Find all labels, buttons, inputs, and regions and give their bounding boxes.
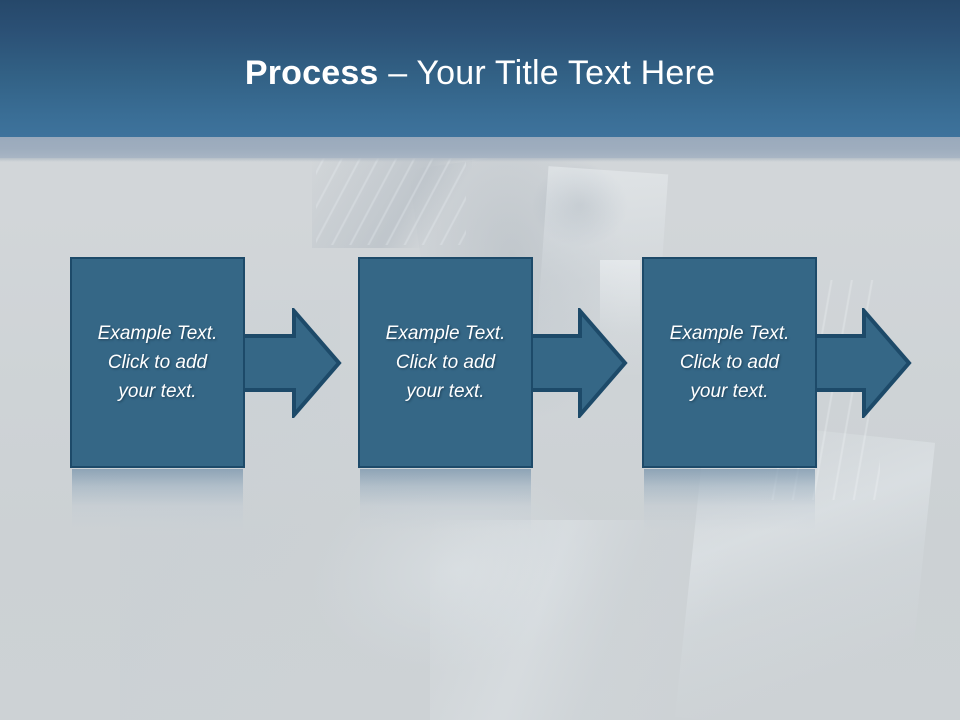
slide-header [0, 0, 960, 137]
page-title: Process – Your Title Text Here [0, 52, 960, 94]
process-step-1-text[interactable]: Example Text. Click to add your text. [97, 323, 218, 402]
arrow-step2-to-step3[interactable] [518, 308, 628, 418]
process-step-2[interactable]: Example Text. Click to add your text. [358, 257, 533, 531]
process-step-2-reflection [360, 469, 531, 531]
arrow-step1-to-step2[interactable] [232, 308, 342, 418]
page-title-bold: Process [244, 54, 379, 92]
page-title-dash: – [378, 54, 417, 92]
process-step-3-box[interactable]: Example Text. Click to add your text. [642, 257, 817, 468]
process-step-1[interactable]: Example Text. Click to add your text. [70, 257, 245, 531]
header-accent-band [0, 137, 960, 158]
process-step-1-reflection [72, 469, 243, 531]
arrow-step3-outward[interactable] [802, 308, 912, 418]
page-title-rest: Your Title Text Here [416, 54, 716, 92]
process-step-3-text[interactable]: Example Text. Click to add your text. [669, 323, 790, 402]
process-step-2-text[interactable]: Example Text. Click to add your text. [385, 323, 506, 402]
process-step-1-box[interactable]: Example Text. Click to add your text. [70, 257, 245, 468]
header-accent-band-edge [0, 158, 960, 162]
process-step-3[interactable]: Example Text. Click to add your text. [642, 257, 817, 531]
process-step-2-box[interactable]: Example Text. Click to add your text. [358, 257, 533, 468]
process-step-3-reflection [644, 469, 815, 531]
